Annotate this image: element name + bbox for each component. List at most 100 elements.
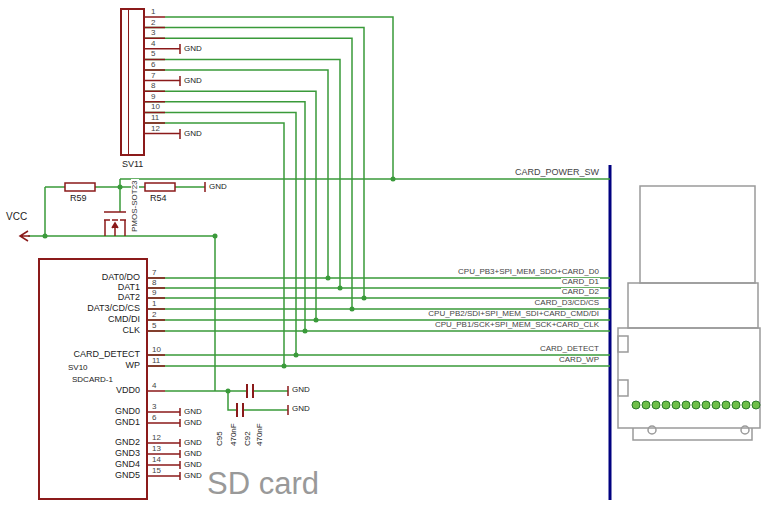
socket-pad [732, 401, 740, 409]
pin-name: VDD0 [116, 386, 140, 395]
pin-number: 9 [152, 289, 156, 297]
pin-stub [145, 44, 180, 139]
pin-stub [148, 408, 180, 480]
pin-stub [145, 17, 288, 480]
power-label: GND [184, 450, 202, 458]
signal-wire [145, 91, 316, 320]
capacitor-symbol [237, 384, 253, 417]
net-label: CPU_PB1/SCK+SPI_MEM_SCK+CARD_CLK [434, 321, 600, 329]
signal-wire [145, 38, 352, 309]
part-name: 470nF [256, 423, 264, 446]
pin-number: 8 [151, 82, 155, 90]
socket-pad [722, 401, 730, 409]
pin-name: CLK [122, 326, 140, 335]
part-name: C95 [216, 431, 224, 446]
pin-name: SV10 [68, 364, 88, 372]
resistor-symbol [65, 183, 175, 191]
signal-wire [145, 59, 340, 288]
pin-number: 1 [151, 8, 155, 16]
pin-number: 6 [151, 61, 155, 69]
net-wire [120, 178, 610, 180]
socket-pad [702, 401, 710, 409]
pin-name: GND0 [115, 407, 140, 416]
pin-number: 12 [152, 434, 161, 442]
vcc-arrow [20, 231, 30, 241]
socket-pad [632, 401, 640, 409]
socket-pad [752, 401, 760, 409]
junction-dot [391, 177, 396, 182]
resistor-symbol [65, 183, 95, 191]
power-label: GND [184, 45, 202, 53]
pin-name: SDCARD-1 [72, 376, 113, 384]
power-label: GND [209, 183, 227, 191]
net-label: CARD_D3/CD/CS [534, 299, 600, 307]
part-name: SV11 [122, 160, 143, 169]
pin-number: 2 [151, 19, 155, 27]
sd-socket-illustration [640, 186, 755, 283]
sd-socket-illustration [618, 186, 760, 440]
socket-pad [652, 401, 660, 409]
pin-name: GND3 [115, 449, 140, 458]
socket-pad [642, 401, 650, 409]
power-label: VCC [6, 212, 27, 222]
sd-socket-illustration [618, 336, 628, 352]
junction-dot [213, 234, 218, 239]
pin-number: 14 [152, 456, 161, 464]
pin-name: GND1 [115, 418, 140, 427]
pin-number: 1 [152, 300, 156, 308]
power-label: GND [184, 419, 202, 427]
net-wire [165, 391, 288, 410]
power-label: GND [184, 439, 202, 447]
net-label: CARD_DETECT [539, 345, 600, 353]
socket-pad [712, 401, 720, 409]
pin-number: 4 [151, 40, 155, 48]
pin-number: 3 [152, 403, 156, 411]
sd-socket-illustration [741, 426, 749, 434]
socket-pad [672, 401, 680, 409]
junction-dot [118, 185, 123, 190]
pin-number: 3 [151, 29, 155, 37]
net-wire [28, 17, 610, 410]
pin-number: 8 [152, 279, 156, 287]
power-label: GND [184, 130, 202, 138]
junction-dot [226, 389, 231, 394]
socket-pad [742, 401, 750, 409]
pin-number: 4 [152, 382, 156, 390]
pin-name: CMD/DI [108, 315, 140, 324]
pin-stub [205, 182, 288, 415]
pin-stub [145, 17, 165, 123]
pin-number: 7 [152, 269, 156, 277]
power-label: GND [184, 77, 202, 85]
bus-line [609, 165, 612, 500]
pin-number: 15 [152, 467, 161, 475]
net-wire [284, 278, 610, 366]
pin-name: DAT1 [118, 283, 140, 292]
net-label: CARD_WP [558, 356, 600, 364]
net-wire [165, 17, 393, 179]
pin-number: 13 [152, 445, 161, 453]
signal-wire [145, 102, 305, 331]
pin-number: 5 [152, 322, 156, 330]
pin-stub [148, 278, 165, 391]
pin-name: DAT2 [118, 293, 140, 302]
transistor-symbol [105, 220, 125, 236]
power-label: GND [292, 405, 310, 413]
pin-name: GND5 [115, 471, 140, 480]
sd-socket-illustration [628, 283, 758, 328]
socket-pad [692, 401, 700, 409]
pin-number: 11 [151, 114, 159, 122]
pin-number: 10 [151, 103, 160, 111]
capacitor-symbol [237, 384, 253, 417]
power-label: GND [292, 386, 310, 394]
pin-number: 10 [152, 346, 161, 354]
socket-pad [682, 401, 690, 409]
sd-socket-illustration [618, 328, 760, 428]
bus-line [610, 165, 611, 500]
power-label: GND [184, 472, 202, 480]
resistor-symbol [145, 183, 175, 191]
sd-socket-illustration [648, 426, 656, 434]
signal-wire [145, 28, 364, 298]
pin-name: CARD_DETECT [73, 350, 140, 359]
transistor-symbol [112, 223, 118, 228]
pin-number: 7 [151, 72, 155, 80]
